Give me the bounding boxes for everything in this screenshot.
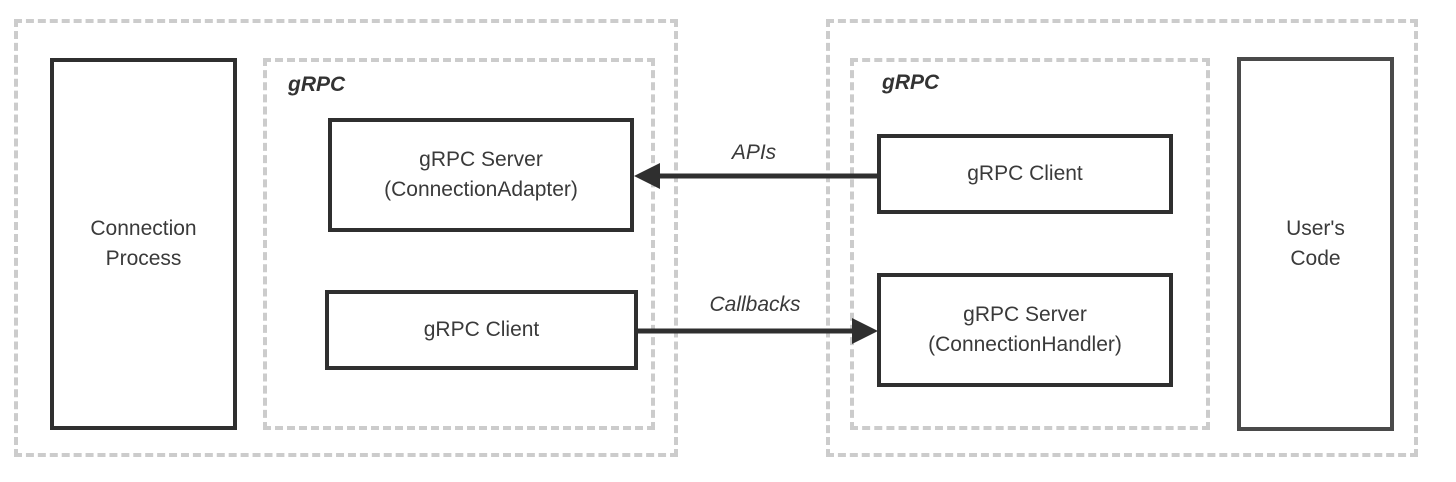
- apis-arrow-label: APIs: [731, 141, 777, 164]
- user-code-group-container: [826, 19, 1418, 457]
- users-code-label: User's Code: [1286, 217, 1345, 270]
- right-grpc-label: gRPC: [882, 71, 940, 94]
- right-grpc-container: [850, 58, 1210, 430]
- connection-process-label: Connection Process: [90, 217, 197, 270]
- connection-process-box: Connection Process: [50, 58, 237, 430]
- left-grpc-container: [263, 58, 655, 430]
- grpc-server-connection-handler-box: gRPC Server (ConnectionHandler): [877, 273, 1173, 387]
- left-grpc-label: gRPC: [288, 73, 346, 96]
- right-grpc-client-box: gRPC Client: [877, 134, 1173, 214]
- callbacks-arrow-label: Callbacks: [709, 293, 801, 316]
- connection-process-group-container: [14, 19, 678, 457]
- grpc-server-connection-adapter-box: gRPC Server (ConnectionAdapter): [328, 118, 634, 232]
- grpc-server-connection-handler-label: gRPC Server (ConnectionHandler): [928, 303, 1122, 356]
- left-grpc-client-label: gRPC Client: [423, 318, 540, 341]
- left-grpc-client-box: gRPC Client: [325, 290, 638, 370]
- grpc-server-connection-adapter-label: gRPC Server (ConnectionAdapter): [384, 148, 578, 201]
- right-grpc-client-label: gRPC Client: [967, 162, 1083, 185]
- users-code-box: User's Code: [1237, 57, 1394, 431]
